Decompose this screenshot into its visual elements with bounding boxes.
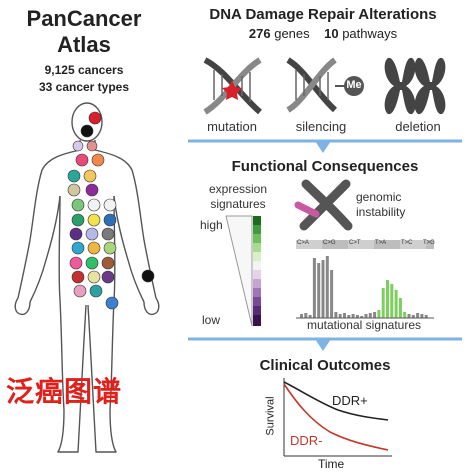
cancer-count: 9,125 cancers (0, 62, 168, 79)
signature-bar (377, 310, 381, 318)
signature-bar (381, 288, 385, 318)
cancer-type-count: 33 cancer types (0, 79, 168, 96)
survival-curve-ddr-minus (283, 383, 389, 451)
chinese-overlay-title: 泛癌图谱 (6, 375, 123, 408)
signature-bar (330, 270, 334, 318)
signature-bar (373, 312, 377, 318)
signature-bar (420, 314, 424, 318)
cancer-type-count-label: cancer types (55, 80, 130, 94)
ddr-title: DNA Damage Repair Alterations (209, 6, 437, 23)
atlas-title-line2: Atlas (57, 32, 111, 57)
signature-bar (351, 314, 355, 318)
mutational-signatures-label: mutational signatures (306, 318, 422, 332)
cancer-count-label: cancers (78, 63, 124, 77)
mutational-signature-bars (300, 256, 428, 318)
alteration-deletion-label: deletion (395, 119, 441, 134)
signature-bar (312, 258, 316, 318)
signature-bar (360, 316, 364, 318)
substitution-type-label: T>C (401, 240, 413, 246)
functional-title: Functional Consequences (231, 158, 419, 175)
signature-bar (364, 314, 368, 318)
signature-bar (300, 314, 303, 318)
expression-label-line1: expression (208, 182, 268, 196)
substitution-header (296, 240, 434, 249)
signature-bar (411, 315, 415, 318)
signature-bar (416, 313, 420, 318)
expression-signatures-label: expression signatures (198, 182, 278, 212)
cancer-type-count-value: 33 (38, 80, 53, 94)
section-dividers (188, 139, 462, 351)
signature-bar (390, 284, 394, 318)
mutation-helix-icon (203, 57, 262, 115)
methyl-tag-icon (344, 76, 364, 96)
genomic-instability-label: genomic instability (356, 190, 405, 220)
legend-ddr-plus: DDR+ (332, 393, 368, 408)
expression-gradient-wedge (225, 215, 253, 327)
silencing-me-label: Me (346, 79, 362, 91)
down-arrow-icon (315, 339, 331, 351)
survival-curve-ddr-plus (283, 381, 389, 421)
signature-bar (386, 280, 389, 318)
signature-bar (321, 260, 325, 318)
signature-bar (394, 290, 398, 318)
substitution-type-label: C>G (323, 240, 336, 246)
substitution-labels: C>A C>G C>T T>A T>C T>G (296, 240, 435, 249)
deletion-chromosome-icon (384, 57, 446, 115)
organ-dots (67, 111, 155, 310)
alteration-silencing-label: silencing (295, 119, 347, 134)
signature-bar (355, 315, 359, 318)
survival-x-label: Time (318, 457, 345, 471)
atlas-stats: 9,125 cancers 33 cancer types (0, 62, 168, 96)
cancer-count-value: 9,125 (44, 63, 75, 77)
gene-count: 276 (248, 26, 271, 41)
clinical-title: Clinical Outcomes (259, 357, 391, 374)
signature-bar (403, 312, 407, 318)
expression-label-line2: signatures (210, 197, 266, 211)
signature-bar (325, 256, 329, 318)
signature-bar (338, 314, 342, 318)
signature-bar (407, 314, 411, 318)
alteration-mutation-label: mutation (207, 119, 257, 134)
pathway-count: 10 (324, 26, 339, 41)
signature-bar (398, 298, 402, 318)
signature-bar (317, 263, 321, 318)
gene-label: genes (274, 26, 310, 41)
signature-bar (347, 315, 351, 318)
substitution-type-label: C>A (297, 240, 309, 246)
signature-bar (424, 315, 428, 318)
atlas-title: PanCancer Atlas (0, 6, 168, 58)
expression-low-label: low (202, 313, 221, 327)
mutation-star-icon (222, 80, 242, 100)
body-outline (14, 102, 160, 453)
signature-bar (343, 313, 346, 318)
signature-bar (334, 312, 338, 318)
atlas-title-line1: PanCancer (26, 6, 142, 31)
signature-bar (368, 313, 372, 318)
ddr-stats: 276 genes 10 pathways (172, 26, 474, 41)
silencing-helix-icon (286, 57, 364, 113)
substitution-type-label: C>T (349, 240, 361, 246)
substitution-type-label: T>G (423, 240, 435, 246)
survival-y-label: Survival (264, 396, 277, 436)
legend-ddr-minus: DDR- (290, 433, 323, 448)
genomic-instability-icon (294, 179, 353, 231)
genomic-label-line1: genomic (356, 190, 402, 204)
down-arrow-icon (315, 141, 331, 153)
expression-high-label: high (200, 218, 223, 232)
signature-bar (304, 313, 308, 318)
substitution-type-label: T>A (375, 240, 387, 246)
genomic-label-line2: instability (356, 205, 406, 219)
signature-bar (308, 315, 312, 318)
expression-heatmap-column (253, 216, 261, 326)
pathway-label: pathways (342, 26, 398, 41)
